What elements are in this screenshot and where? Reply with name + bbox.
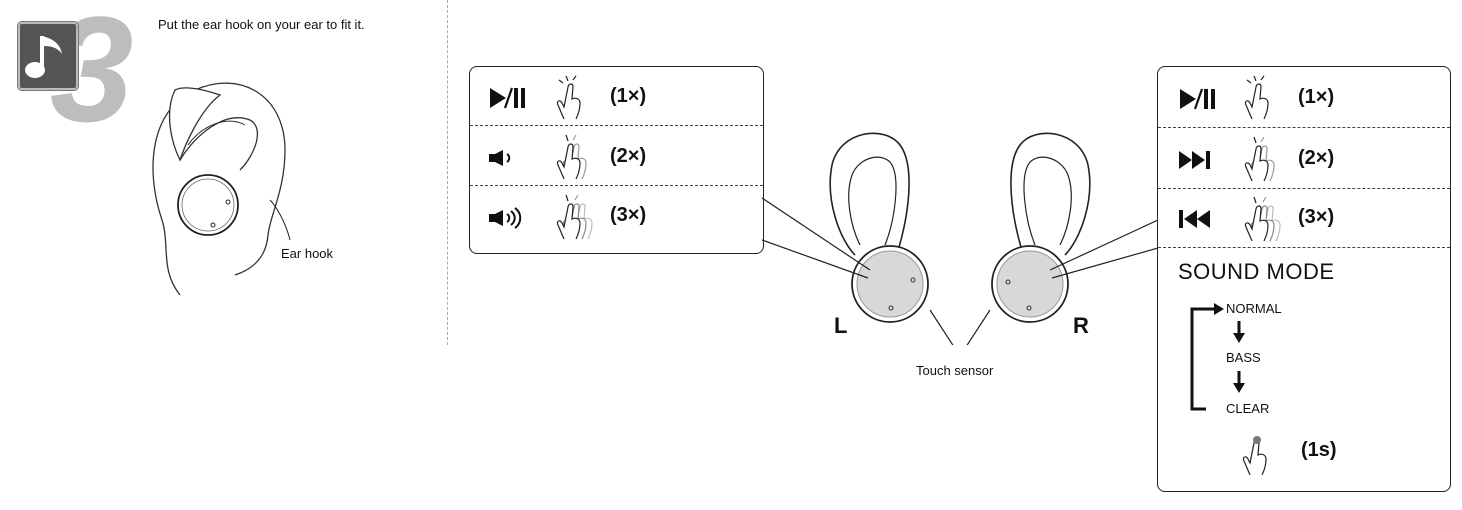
sound-mode-cycle-diagram: [1190, 303, 1245, 411]
tap-count: (3×): [1298, 206, 1335, 228]
right-earbud-label: R: [1073, 313, 1089, 338]
triple-tap-icon: [1244, 196, 1281, 242]
row-divider: [1158, 127, 1450, 128]
right-earbud-controls-panel: (1×) (2×) (3×) SOUND MODE NORMAL BASS CL…: [1157, 66, 1451, 492]
row-divider: [470, 185, 763, 186]
tap-count: (1×): [610, 85, 647, 107]
row-divider: [1158, 188, 1450, 189]
single-tap-icon: [1244, 75, 1269, 120]
press-and-hold-icon: [1242, 436, 1267, 476]
play-pause-icon: [490, 87, 525, 109]
touch-sensor-label: Touch sensor: [916, 363, 994, 378]
volume-down-icon: [489, 150, 511, 166]
section-divider: [447, 0, 448, 345]
previous-track-icon: [1179, 210, 1210, 228]
tap-count: (2×): [610, 145, 647, 167]
row-divider: [1158, 247, 1450, 248]
play-pause-icon: [1180, 88, 1215, 110]
double-tap-icon: [556, 134, 587, 180]
sound-mode-title: SOUND MODE: [1178, 259, 1335, 284]
double-tap-icon: [1244, 136, 1275, 182]
next-track-icon: [1179, 151, 1210, 169]
single-tap-icon: [556, 75, 581, 120]
mode-normal: NORMAL: [1226, 301, 1282, 316]
left-earbud-label: L: [834, 313, 848, 338]
ear-hook-label: Ear hook: [281, 246, 334, 261]
triple-tap-icon: [556, 194, 593, 240]
tap-count: (3×): [610, 204, 647, 226]
tap-count: (1×): [1298, 86, 1335, 108]
mode-bass: BASS: [1226, 350, 1261, 365]
step-instruction: Put the ear hook on your ear to fit it.: [158, 17, 365, 32]
row-divider: [470, 125, 763, 126]
left-earbud-controls-panel: (1×) (2×) (3×): [469, 66, 764, 254]
hold-duration: (1s): [1301, 439, 1337, 461]
tap-count: (2×): [1298, 147, 1335, 169]
volume-up-icon: [489, 207, 522, 229]
ear-with-earbud-illustration: [152, 82, 291, 296]
music-note-icon: [18, 22, 78, 90]
mode-clear: CLEAR: [1226, 401, 1270, 416]
earbuds-illustration: [761, 132, 1159, 345]
